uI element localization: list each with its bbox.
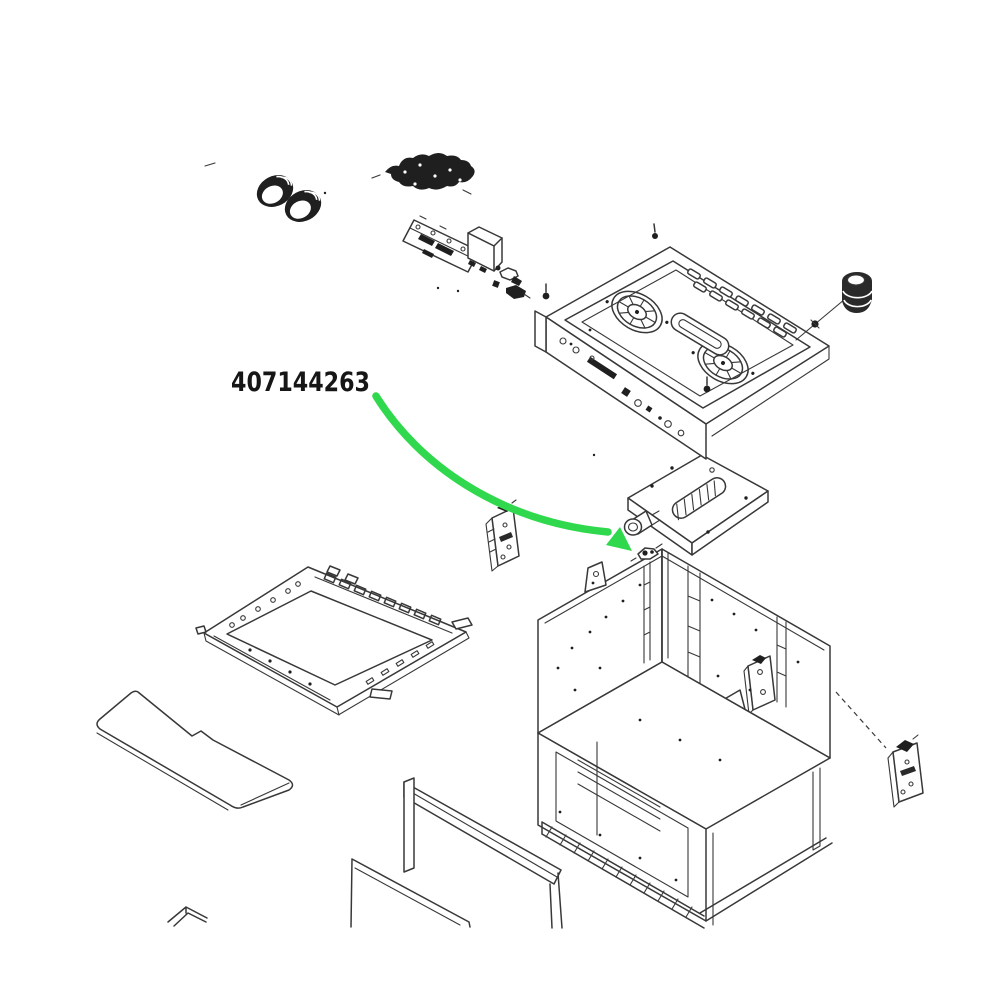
cutoff-panel-corner [167,906,208,927]
oven-trim-frame [195,565,473,716]
right-burner [691,341,755,385]
oven-cabinet [537,548,887,929]
mounting-bracket-right [887,734,924,808]
venturi-tube [623,510,661,536]
burner-orifice-fitting [630,543,663,562]
part-callout: 407144263 [231,367,632,551]
control-bracket-assembly [402,215,503,273]
callout-arrowhead [606,527,632,551]
mounting-screws [542,223,711,393]
part-number-label: 407144263 [231,367,370,398]
left-burner [605,290,669,334]
heat-shield-panel [96,690,294,811]
igniter-electrodes [492,265,531,299]
flue-cap [795,272,873,341]
gas-valve-cluster [371,153,475,195]
door-glass [350,858,471,928]
vent-grille [687,268,797,338]
diagram-specks [204,162,596,457]
burner-box [623,454,769,556]
callout-arrow [372,392,612,536]
cooktop-panel [534,223,830,460]
control-knobs [256,175,322,222]
door-frame [403,777,563,929]
